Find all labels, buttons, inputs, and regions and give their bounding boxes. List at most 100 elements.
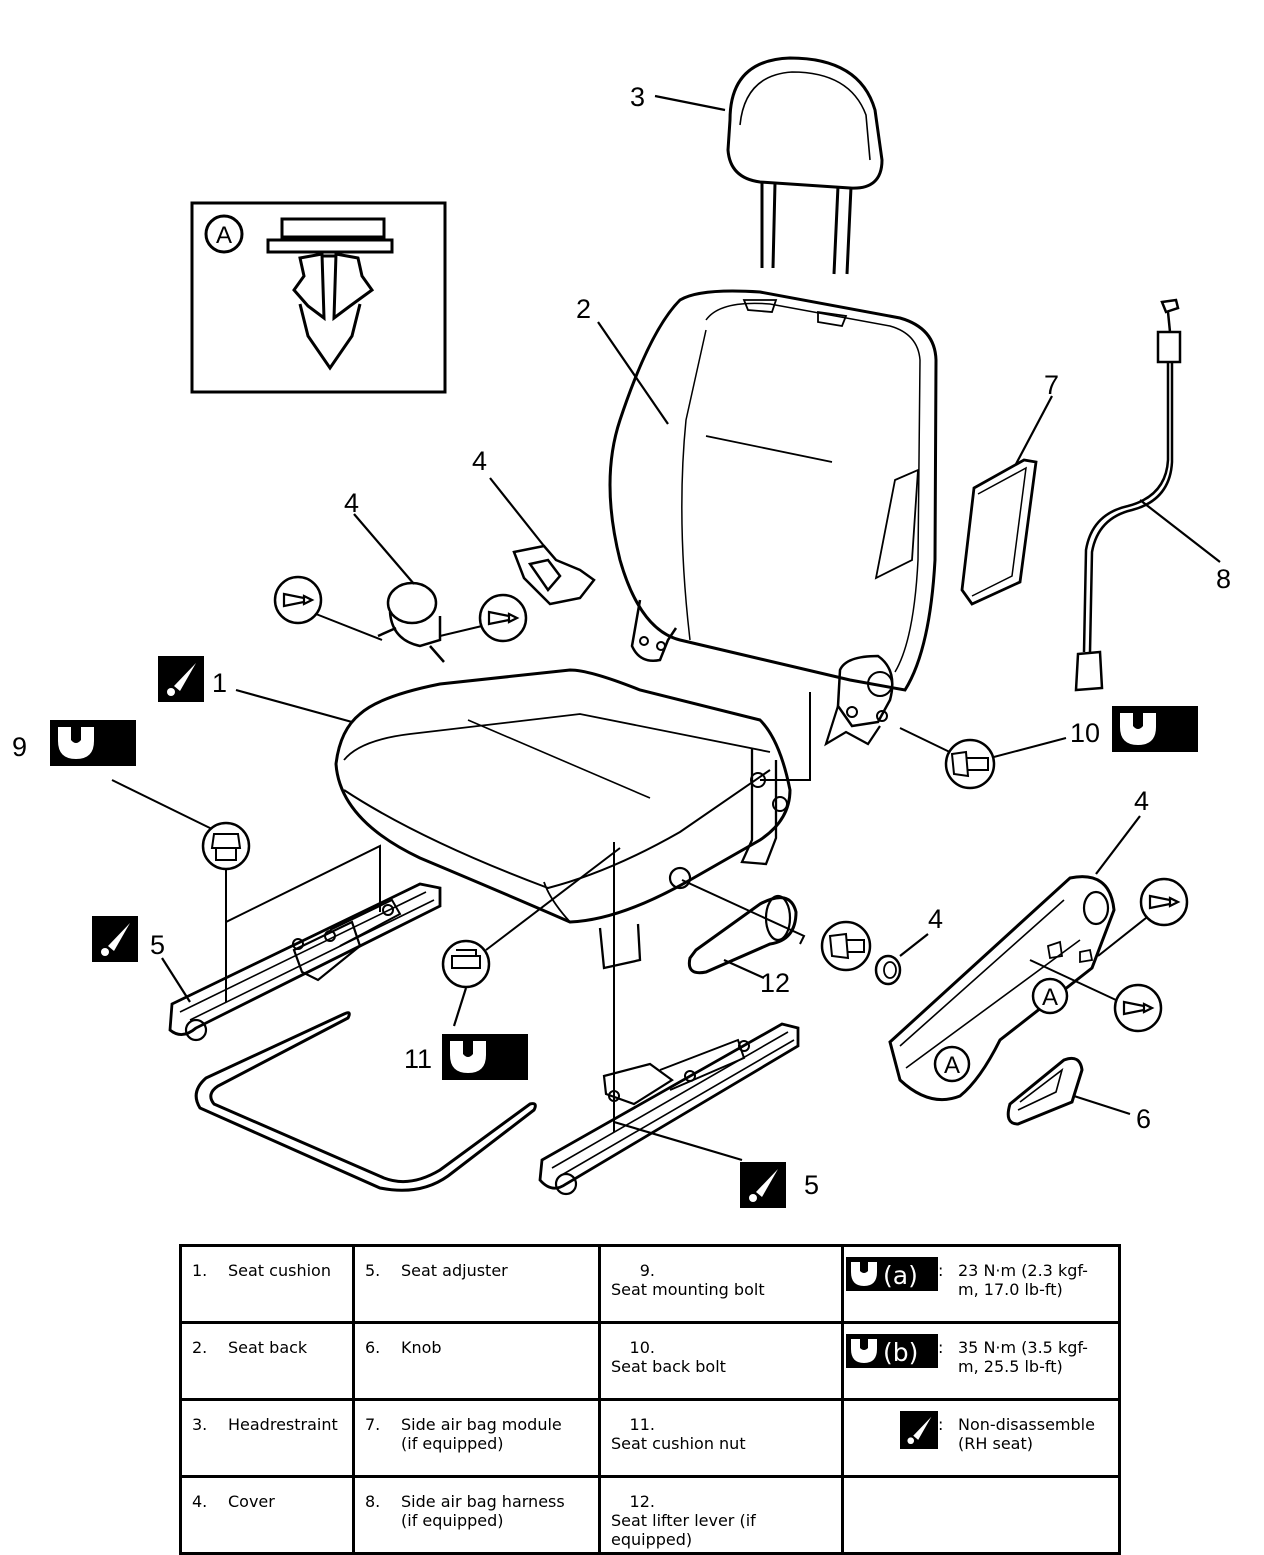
torque-wrench-icon	[50, 720, 136, 766]
legend-number: 5.	[365, 1261, 381, 1280]
callout-7: 7	[1044, 370, 1059, 400]
leader-4d	[899, 933, 929, 957]
screw-icon	[273, 575, 323, 625]
screw-icon	[1113, 983, 1163, 1033]
seat-back-bolt	[944, 738, 996, 790]
torque-symbol-label: (a)	[883, 1261, 918, 1290]
legend-text: Knob	[401, 1338, 442, 1357]
torque-wrench-a-icon: (a)	[846, 1257, 938, 1291]
callout-8: 8	[1216, 564, 1231, 594]
legend-cell: :Non-disassemble (RH seat)	[841, 1398, 1121, 1478]
legend-number: 12.	[629, 1492, 655, 1511]
legend-cell: 2.Seat back	[179, 1321, 355, 1401]
legend-number: 6.	[365, 1338, 381, 1357]
legend-text: Side air bag module (if equipped)	[401, 1415, 562, 1453]
legend-number: 7.	[365, 1415, 381, 1434]
leader-7	[1015, 395, 1053, 465]
legend-number: 9.	[639, 1261, 655, 1280]
leader-4c	[1095, 815, 1141, 875]
knob	[1006, 1056, 1084, 1126]
assembly-guide-line	[760, 692, 959, 781]
callout-10: 10	[1070, 718, 1100, 748]
legend-text: Seat mounting bolt	[611, 1280, 765, 1299]
clip-marker-a-label: A	[944, 1052, 960, 1079]
leader-11	[452, 987, 468, 1027]
legend-text: Side air bag harness (if equipped)	[401, 1492, 565, 1530]
torque-symbol-label: (b)	[883, 1338, 918, 1367]
seat-exploded-diagram: 3 2 A 4	[12, 56, 1231, 1208]
callout-4b: 4	[472, 446, 487, 476]
legend-number: 3.	[192, 1415, 208, 1434]
seat-cushion-nut	[441, 939, 491, 989]
legend-text: 35 N·m (3.5 kgf-m, 25.5 lb-ft)	[958, 1338, 1088, 1376]
leader-12	[723, 958, 765, 980]
legend-cell-empty	[841, 1475, 1121, 1555]
clip-marker-a-label: A	[1042, 984, 1058, 1011]
headrestraint	[726, 56, 884, 275]
callout-12: 12	[760, 968, 790, 998]
legend-row: 4. Cover 8.Side air bag harness (if equip…	[179, 1475, 1121, 1555]
torque-wrench-icon	[1112, 706, 1198, 752]
legend-text: 23 N·m (2.3 kgf-m, 17.0 lb-ft)	[958, 1261, 1088, 1299]
legend-text: Seat cushion	[228, 1261, 331, 1280]
cover-small	[874, 954, 902, 986]
screw-icon	[1139, 877, 1189, 927]
legend-row: 1.Seat cushion 5. Seat adjuster 9.Seat mo…	[179, 1244, 1121, 1324]
seat-adjuster-left	[168, 882, 442, 1042]
legend-cell: 4. Cover	[179, 1475, 355, 1555]
seat-adjuster-right	[538, 1022, 800, 1196]
legend-cell: 3.Headrestraint	[179, 1398, 355, 1478]
parts-legend-table: 1.Seat cushion 5. Seat adjuster 9.Seat mo…	[179, 1244, 1121, 1555]
callout-9: 9	[12, 732, 27, 762]
non-disassemble-icon	[900, 1411, 938, 1449]
non-disassemble-icon	[158, 656, 204, 702]
leader-4a	[353, 513, 415, 585]
leader-10	[989, 737, 1067, 759]
leader-8	[1139, 499, 1221, 563]
leader-1	[235, 688, 353, 724]
legend-number: 4.	[192, 1492, 208, 1511]
cover-round	[377, 581, 445, 663]
legend-number: 10.	[629, 1338, 655, 1357]
side-air-bag-harness	[1074, 298, 1182, 692]
legend-text: Seat lifter lever (if equipped)	[611, 1511, 756, 1549]
legend-number: 2.	[192, 1338, 208, 1357]
bolt-guide-line	[225, 844, 381, 1002]
callout-5a: 5	[150, 930, 165, 960]
seat-lifter-lever	[681, 879, 806, 975]
legend-text: Cover	[228, 1492, 275, 1511]
legend-cell: (b) :35 N·m (3.5 kgf-m, 25.5 lb-ft)	[841, 1321, 1121, 1401]
callout-1: 1	[212, 668, 227, 698]
legend-text: Seat back bolt	[611, 1357, 726, 1376]
callout-4a: 4	[344, 488, 359, 518]
legend-cell: 1.Seat cushion	[179, 1244, 355, 1324]
seat-back	[608, 289, 938, 747]
callout-4c: 4	[1134, 786, 1149, 816]
callout-5b: 5	[804, 1170, 819, 1200]
legend-text: Seat cushion nut	[611, 1434, 746, 1453]
callout-11: 11	[404, 1044, 432, 1074]
seat-adjuster-bar	[194, 1011, 537, 1192]
non-disassemble-icon	[92, 916, 138, 962]
legend-text: Seat adjuster	[401, 1261, 508, 1280]
legend-cell: 6. Knob	[352, 1321, 601, 1401]
leader-screw-d	[1029, 959, 1117, 1001]
torque-wrench-icon	[442, 1034, 528, 1080]
callout-6: 6	[1136, 1104, 1151, 1134]
legend-cell: 8.Side air bag harness (if equipped)	[352, 1475, 601, 1555]
leader-screw-b	[439, 625, 483, 637]
cover-side-panel	[888, 875, 1116, 1102]
seat-cushion	[334, 668, 792, 970]
callout-3: 3	[630, 82, 645, 112]
callout-2: 2	[576, 294, 591, 324]
legend-cell: 12.Seat lifter lever (if equipped)	[598, 1475, 844, 1555]
leader-3	[654, 94, 726, 112]
clip-marker-a	[1031, 977, 1069, 1015]
callout-4d: 4	[928, 904, 943, 934]
non-disassemble-icon	[740, 1162, 786, 1208]
leader-5b	[613, 1120, 743, 1162]
legend-cell: 7. Side air bag module (if equipped)	[352, 1398, 601, 1478]
nut-guide-line	[485, 847, 621, 951]
legend-text: Non-disassemble (RH seat)	[958, 1415, 1095, 1453]
leader-4b	[489, 477, 545, 547]
